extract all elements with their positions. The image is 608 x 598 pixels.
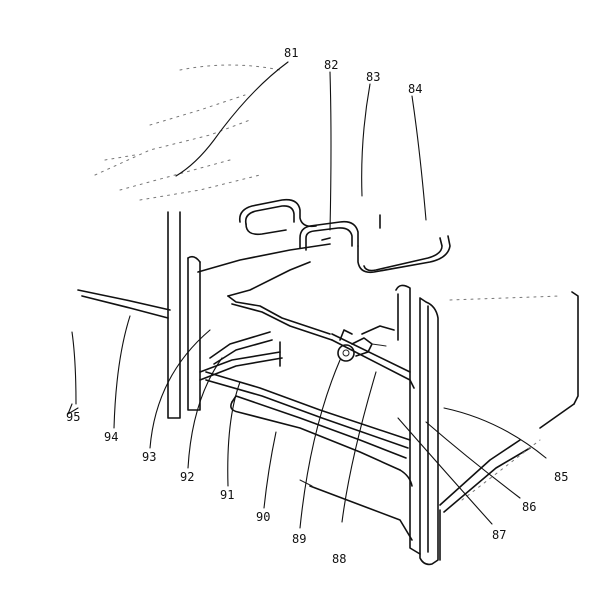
label-86: 86 bbox=[522, 500, 536, 514]
label-87: 87 bbox=[492, 528, 506, 542]
label-94: 94 bbox=[104, 430, 118, 444]
label-88: 88 bbox=[332, 552, 346, 566]
bottom-frame bbox=[299, 439, 531, 541]
faint-upper-element bbox=[94, 64, 281, 201]
heating-coil bbox=[238, 198, 451, 274]
lower-rack bbox=[230, 395, 413, 487]
label-91: 91 bbox=[220, 488, 234, 502]
middle-rack bbox=[199, 331, 411, 449]
label-82: 82 bbox=[324, 58, 338, 72]
label-93: 93 bbox=[142, 450, 156, 464]
reference-labels: 81 82 83 84 85 86 87 88 89 90 91 92 93 9… bbox=[66, 46, 568, 566]
right-post bbox=[395, 284, 441, 566]
left-post bbox=[167, 211, 201, 419]
connector-knob bbox=[337, 325, 395, 362]
label-84: 84 bbox=[408, 82, 422, 96]
leader-lines bbox=[66, 61, 547, 529]
label-89: 89 bbox=[292, 532, 306, 546]
label-83: 83 bbox=[366, 70, 380, 84]
label-90: 90 bbox=[256, 510, 270, 524]
label-85: 85 bbox=[554, 470, 568, 484]
upper-frame bbox=[77, 243, 415, 389]
label-92: 92 bbox=[180, 470, 194, 484]
label-81: 81 bbox=[284, 46, 298, 60]
right-panel bbox=[449, 291, 579, 501]
label-95: 95 bbox=[66, 410, 80, 424]
